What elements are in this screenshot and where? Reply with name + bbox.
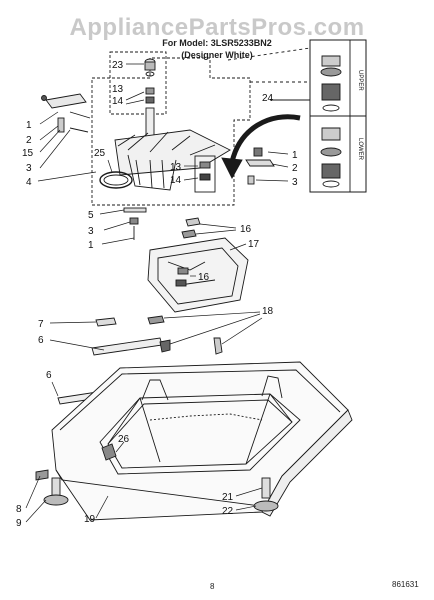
callout-4: 4 — [26, 177, 32, 188]
callout-labels: 1 2 15 3 4 23 13 14 25 13 14 24 1 2 3 5 … — [16, 60, 298, 529]
callout-5: 5 — [88, 210, 94, 221]
callout-22: 22 — [222, 506, 234, 517]
callout-15: 15 — [22, 148, 34, 159]
callout-25: 25 — [94, 148, 106, 159]
callout-1-left: 1 — [26, 120, 32, 131]
callout-16-top: 16 — [240, 224, 252, 235]
callout-13-side: 13 — [170, 162, 182, 173]
callout-2-right: 2 — [292, 163, 298, 174]
callout-9: 9 — [16, 518, 22, 529]
document-reference: 861631 — [392, 580, 419, 589]
callout-23: 23 — [112, 60, 124, 71]
seal-kit-legend: UPPER LOWER — [227, 39, 367, 193]
callout-1-low: 1 — [88, 240, 94, 251]
callout-6-upper: 6 — [38, 335, 44, 346]
watermark-title: AppliancePartsPros.com — [69, 14, 365, 41]
page-number: 8 — [210, 582, 215, 591]
callout-26: 26 — [118, 434, 130, 445]
callout-16-mid: 16 — [198, 272, 210, 283]
callout-7: 7 — [38, 319, 44, 330]
callout-24: 24 — [262, 93, 274, 104]
transmission-assembly — [41, 51, 301, 240]
legend-upper-label: UPPER — [357, 70, 363, 91]
callout-3-left: 3 — [26, 163, 32, 174]
base-frame — [35, 361, 353, 521]
legend-lower-label: LOWER — [357, 138, 363, 161]
callout-18: 18 — [262, 306, 274, 317]
callout-8: 8 — [16, 504, 22, 515]
callout-17: 17 — [248, 239, 260, 250]
callout-14-side: 14 — [170, 175, 182, 186]
callout-3-low: 3 — [88, 226, 94, 237]
upper-parts-dashed-box — [109, 51, 167, 115]
callout-13-top: 13 — [112, 84, 124, 95]
bracket-assembly — [147, 217, 249, 313]
callout-1-right: 1 — [292, 150, 298, 161]
designer-line: (Designer White) — [181, 50, 253, 60]
callout-14-top: 14 — [112, 96, 124, 107]
callout-3-right: 3 — [292, 177, 298, 188]
callout-19: 19 — [84, 514, 96, 525]
callout-6-lower: 6 — [46, 370, 52, 381]
callout-21: 21 — [222, 492, 234, 503]
leader-lines — [25, 63, 289, 523]
callout-2-left: 2 — [26, 135, 32, 146]
model-line: For Model: 3LSR5233BN2 — [162, 38, 272, 48]
